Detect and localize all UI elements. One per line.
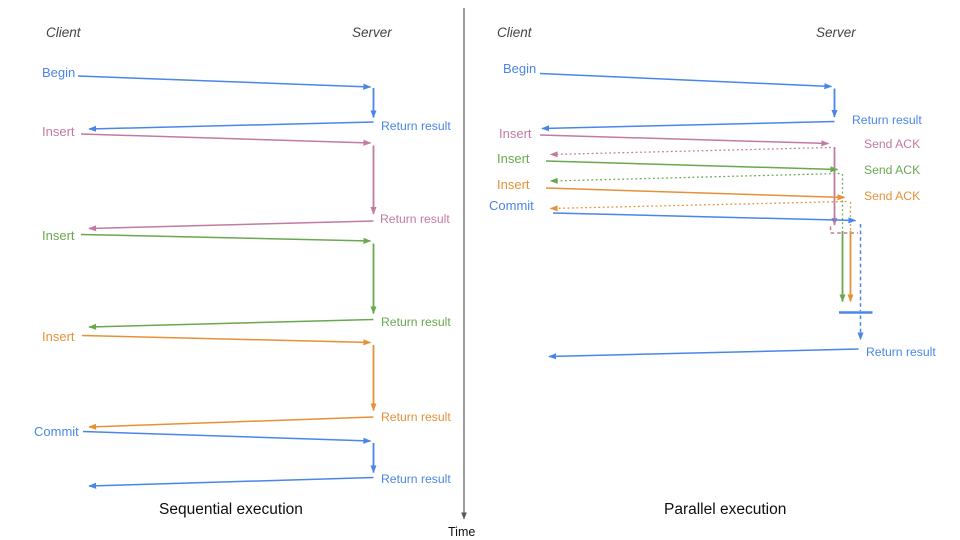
par-send-ack-2: Send ACK [864,163,921,177]
par-insert1-label: Insert [499,126,532,141]
seq-begin-exchange [77,75,377,132]
par-insert1-exchange [539,134,858,234]
seq-insert1-label: Insert [42,124,75,139]
par-server-header: Server [816,25,856,40]
par-begin-label: Begin [503,61,537,76]
seq-server-header: Server [352,25,392,40]
seq-insert1-exchange [80,133,377,232]
seq-client-header: Client [46,25,81,40]
seq-return-result-2: Return result [380,212,450,226]
par-send-ack-3: Send ACK [864,189,921,203]
par-commit-label: Commit [489,198,534,213]
par-send-ack-1: Send ACK [864,137,921,151]
par-return-result-bottom: Return result [866,345,936,359]
par-insert2-exchange [545,160,846,303]
seq-commit-exchange [82,430,377,489]
seq-insert3-label: Insert [42,329,75,344]
par-caption: Parallel execution [664,501,787,518]
par-insert2-label: Insert [497,151,530,166]
seq-return-result-1: Return result [381,119,451,133]
par-commit-exchange [552,212,862,311]
seq-caption: Sequential execution [159,501,303,518]
seq-return-result-4: Return result [381,410,451,424]
seq-insert2-exchange [80,233,377,330]
par-insert3-label: Insert [497,177,530,192]
seq-return-result-3: Return result [381,315,451,329]
time-axis-label: Time [448,525,476,539]
par-insert3-exchange [545,187,854,303]
par-return-result-top: Return result [852,113,922,127]
par-begin-exchange [539,72,838,132]
seq-insert2-label: Insert [42,228,75,243]
seq-commit-label: Commit [34,424,79,439]
seq-insert3-exchange [81,334,377,430]
par-join-and-return [548,311,873,360]
par-client-header: Client [497,25,532,40]
seq-return-result-5: Return result [381,472,451,486]
seq-begin-label: Begin [42,65,76,80]
